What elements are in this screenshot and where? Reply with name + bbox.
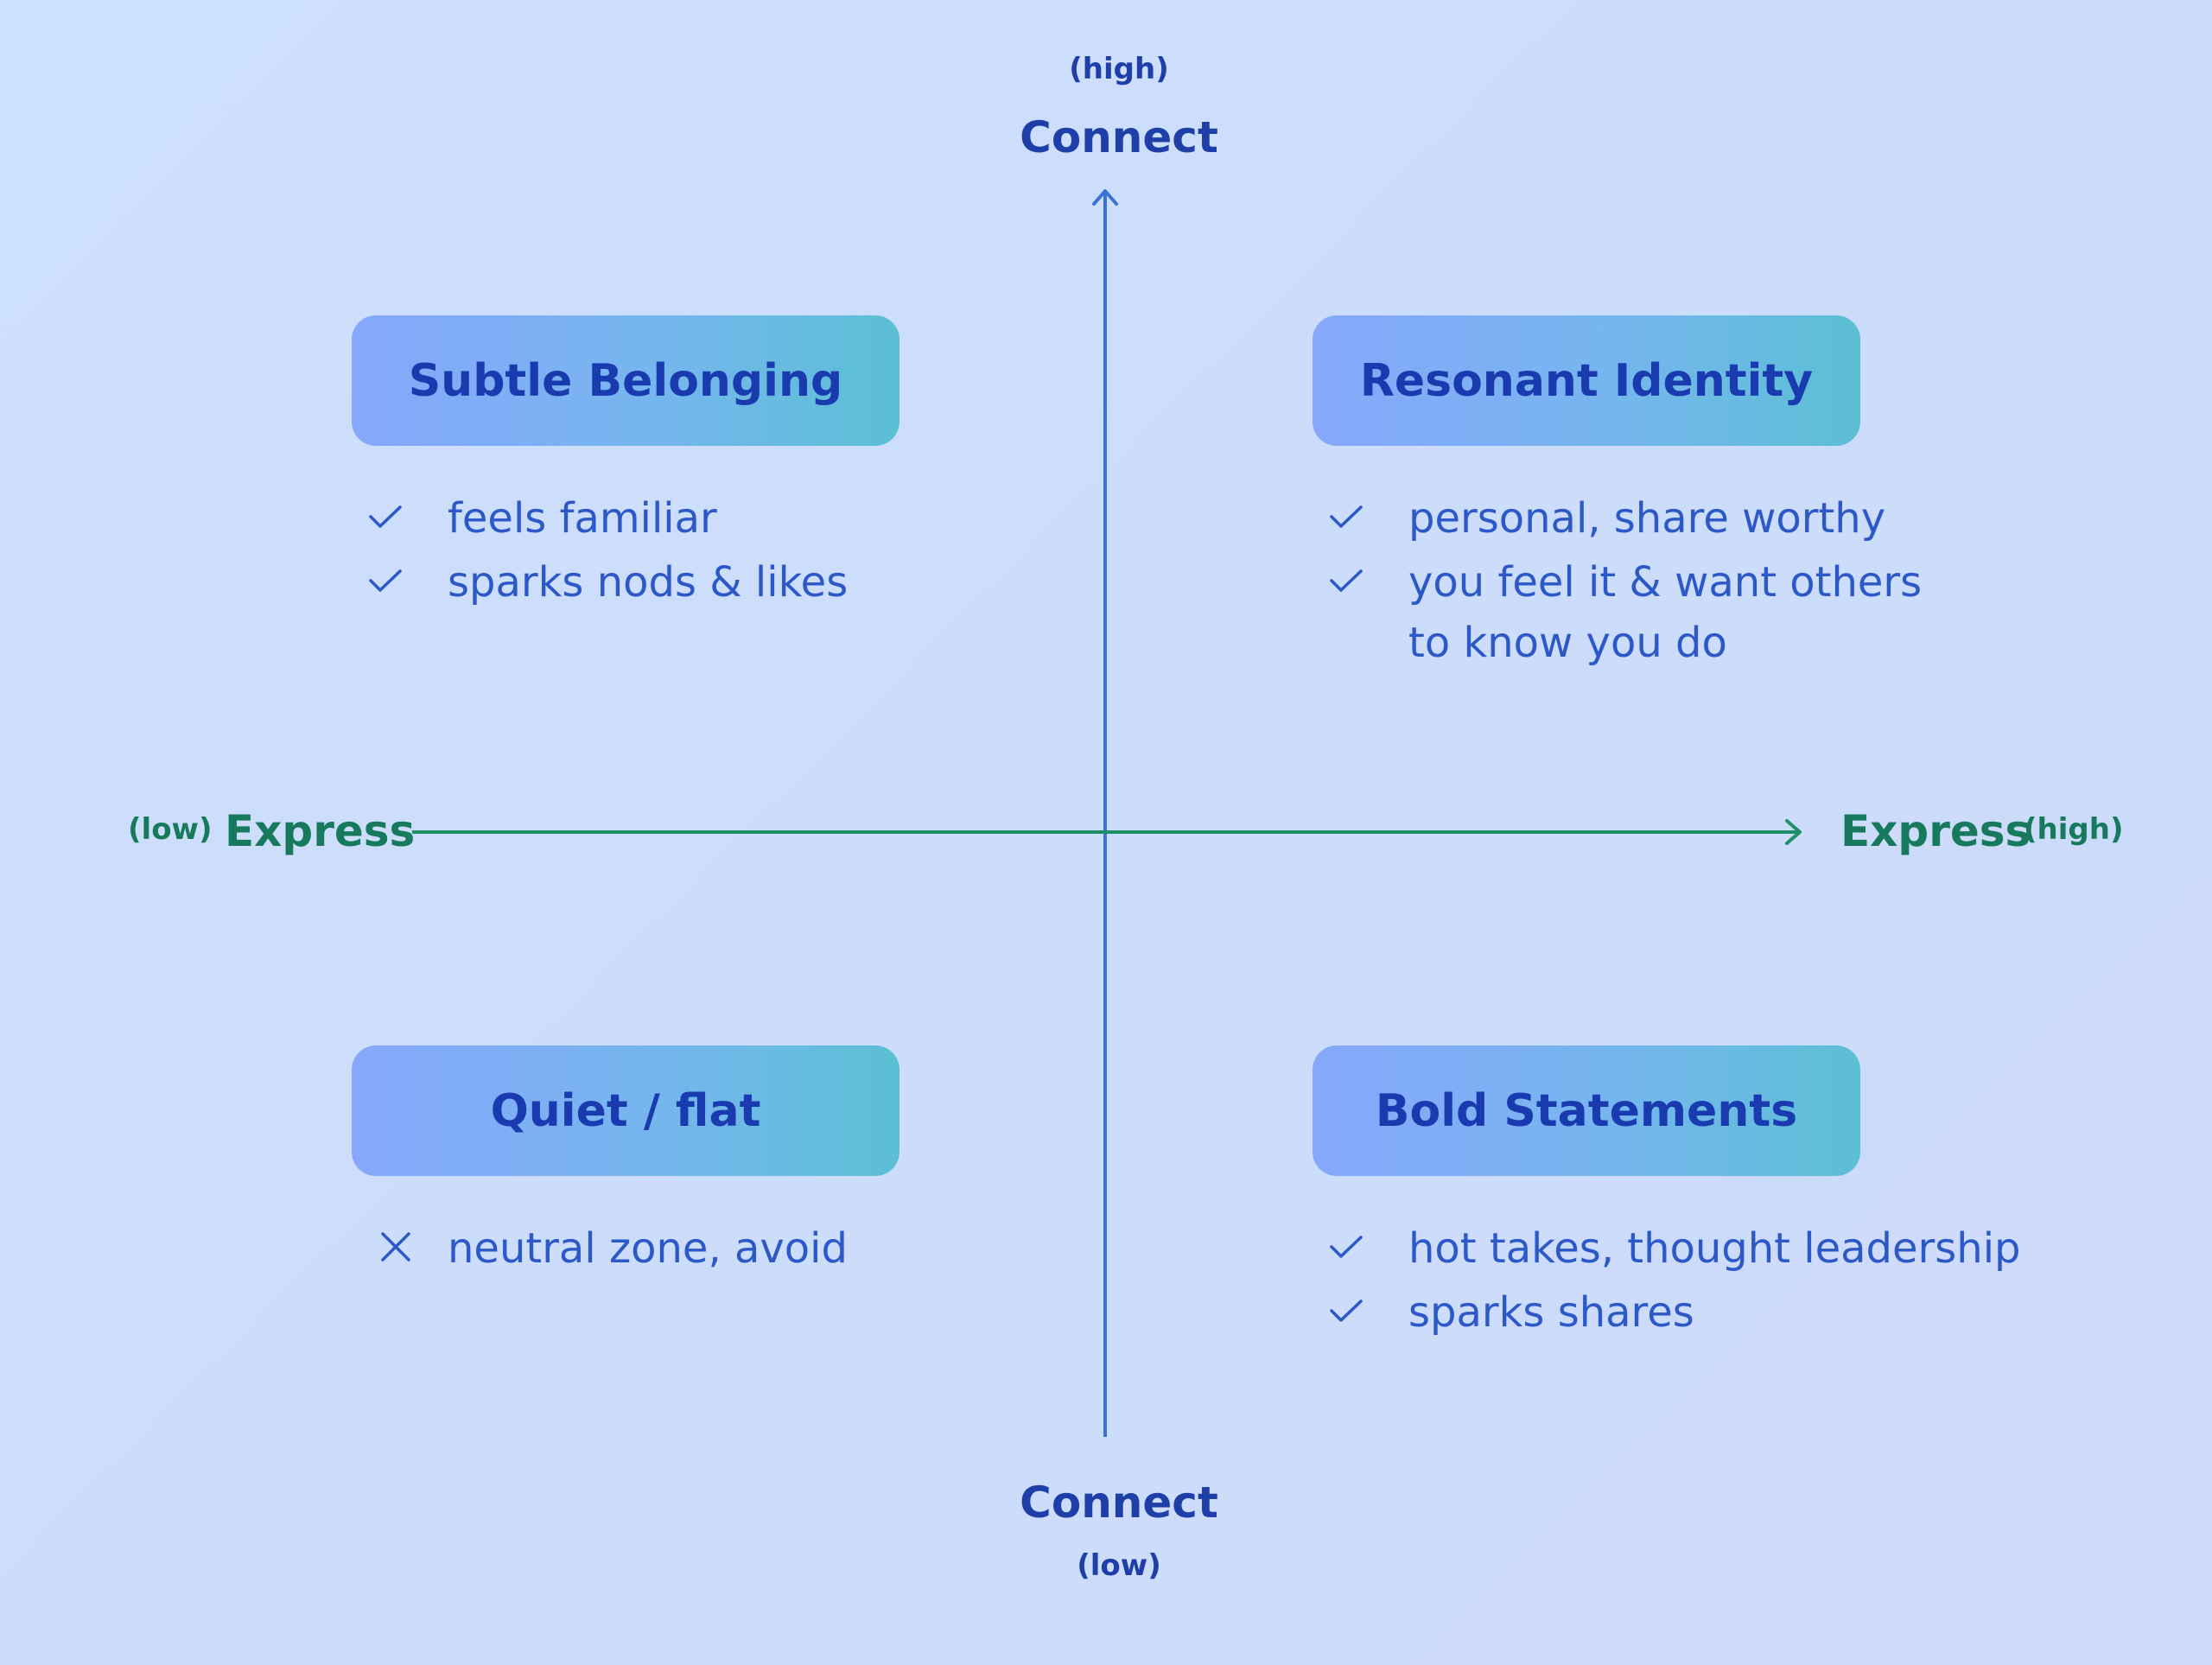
list-item: hot takes, thought leadership <box>1329 1218 2021 1279</box>
y-axis-arrowhead <box>1092 189 1118 206</box>
x-axis-left-label: Express <box>225 806 416 856</box>
x-icon <box>368 1218 448 1275</box>
list-item: sparks nods & likes <box>368 552 848 613</box>
quadrant-bottom-left-list: neutral zone, avoid <box>368 1218 848 1282</box>
list-item: neutral zone, avoid <box>368 1218 848 1279</box>
y-axis-bottom-label: Connect <box>1020 1478 1218 1528</box>
quadrant-bottom-right-list: hot takes, thought leadership sparks sha… <box>1329 1218 2021 1346</box>
list-item-text: neutral zone, avoid <box>448 1224 848 1273</box>
y-axis-top-label: Connect <box>1020 112 1218 162</box>
check-icon <box>1329 1218 1408 1275</box>
list-item: you feel it & want others to know you do <box>1329 552 1922 673</box>
list-item-text: feels familiar <box>448 494 717 543</box>
x-axis-left-sub: (low) <box>128 812 213 847</box>
x-axis-arrowhead <box>1785 819 1802 845</box>
quadrant-top-left-list: feels familiar sparks nods & likes <box>368 488 848 616</box>
list-item-text: personal, share worthy <box>1408 494 1886 543</box>
quadrant-top-right-list: personal, share worthy you feel it & wan… <box>1329 488 1922 677</box>
quadrant-top-left-title: Subtle Belonging <box>352 315 899 446</box>
check-icon <box>1329 1282 1408 1339</box>
check-icon <box>1329 552 1408 609</box>
x-axis-right-sub: (high) <box>2024 812 2124 847</box>
list-item-text: you feel it & want others to know you do <box>1408 558 1923 667</box>
check-icon <box>1329 488 1408 545</box>
list-item: personal, share worthy <box>1329 488 1922 549</box>
list-item-text: sparks nods & likes <box>448 558 849 607</box>
y-axis-bottom-sub: (low) <box>1077 1548 1161 1583</box>
quadrant-bottom-left-title: Quiet / flat <box>352 1045 899 1176</box>
check-icon <box>368 552 448 609</box>
quadrant-bottom-right-title: Bold Statements <box>1313 1045 1860 1176</box>
list-item-text: hot takes, thought leadership <box>1408 1224 2021 1273</box>
check-icon <box>368 488 448 545</box>
y-axis-top-sub: (high) <box>1069 52 1169 86</box>
list-item: sparks shares <box>1329 1282 2021 1343</box>
list-item: feels familiar <box>368 488 848 549</box>
list-item-text: sparks shares <box>1408 1288 1694 1337</box>
x-axis-right-label: Express <box>1840 806 2031 856</box>
quadrant-top-right-title: Resonant Identity <box>1313 315 1860 446</box>
